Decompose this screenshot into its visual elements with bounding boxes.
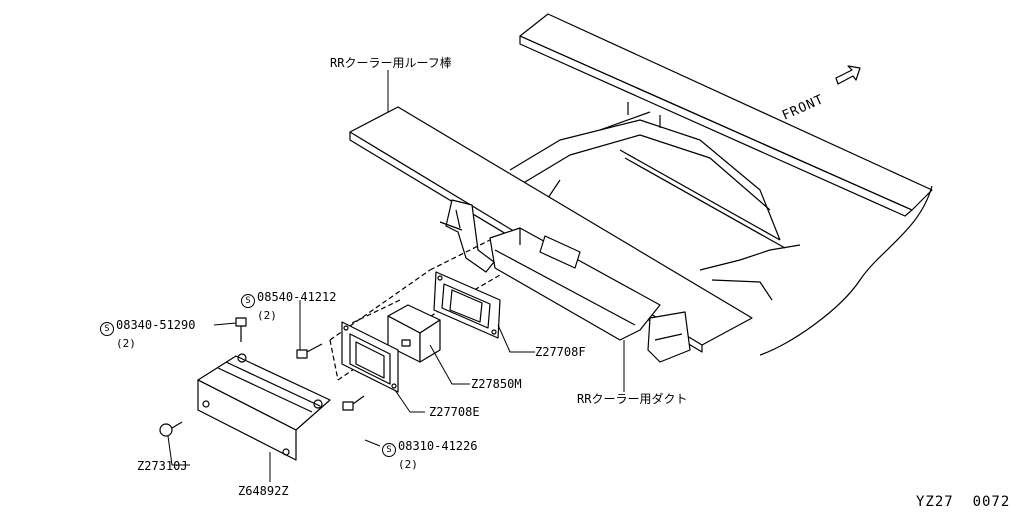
- box-z27850m: [387, 304, 441, 363]
- label-rr-duct: RRクーラー用ダクト: [577, 392, 688, 406]
- standard-part-symbol-icon: S: [382, 443, 396, 457]
- hanger-bracket: [439, 199, 495, 273]
- front-arrow-icon: [835, 65, 861, 85]
- bracket-z64892z: [197, 353, 331, 461]
- label-z27708f: Z27708F: [535, 345, 586, 359]
- frame-z27708e: [341, 321, 399, 393]
- leader-lines: [167, 70, 625, 482]
- part-quantity: (2): [398, 458, 418, 471]
- standard-part-symbol-icon: S: [241, 294, 255, 308]
- frame-z27708f: [433, 271, 501, 339]
- rr-cooler-duct: [489, 227, 691, 363]
- label-z27850m: Z27850M: [471, 377, 522, 391]
- part-number: 08540-41212: [257, 290, 337, 304]
- clip-z27310j: [159, 421, 183, 437]
- label-z64892z: Z64892Z: [238, 484, 289, 498]
- bolt-08340: [235, 317, 247, 342]
- body-outline: [759, 185, 933, 356]
- bolt-08540: [296, 343, 323, 359]
- part-number: 08310-41226: [398, 439, 478, 453]
- label-z27310j: Z27310J: [137, 459, 188, 473]
- label-z27708e: Z27708E: [429, 405, 480, 419]
- part-quantity: (2): [257, 309, 277, 322]
- part-number: 08340-51290: [116, 318, 196, 332]
- roof-panel-upper: [519, 13, 933, 217]
- diagram-code: YZ27 0072: [916, 494, 1011, 510]
- bolt-08310: [342, 395, 365, 411]
- part-quantity: (2): [116, 337, 136, 350]
- standard-part-symbol-icon: S: [100, 322, 114, 336]
- frame-members: [509, 102, 801, 301]
- label-roof: RRクーラー用ルーフ棒: [330, 56, 452, 70]
